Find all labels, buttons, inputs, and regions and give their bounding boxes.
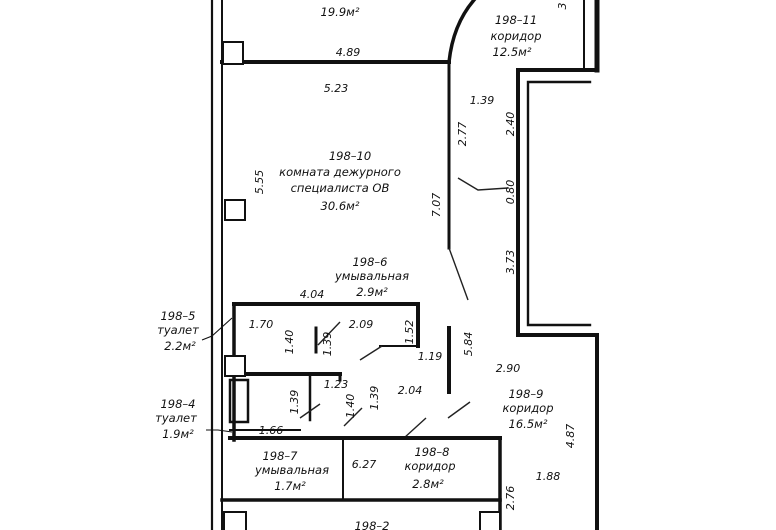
- room-198-6-id: 198–6: [352, 255, 387, 269]
- room-198-9-area: 16.5м²: [509, 417, 548, 431]
- dim-1-39-b: 1.39: [321, 332, 334, 357]
- dim-2-77: 2.77: [456, 122, 469, 147]
- dim-top-right: 3: [556, 3, 569, 10]
- dim-2-09: 2.09: [349, 318, 374, 331]
- room-198-8-id: 198–8: [414, 445, 449, 459]
- room-198-6-area: 2.9м²: [356, 285, 388, 299]
- leader-lines: [201, 317, 233, 433]
- room-198-6-name: умывальная: [334, 269, 409, 283]
- dim-6-27: 6.27: [352, 458, 377, 471]
- room-198-7-id: 198–7: [262, 449, 298, 463]
- structural-columns: [222, 41, 501, 530]
- column: [224, 355, 246, 377]
- column: [222, 41, 244, 65]
- room-198-4-name: туалет: [155, 411, 197, 425]
- dim-2-90: 2.90: [496, 362, 521, 375]
- internal-walls: [220, 0, 509, 530]
- room-198-10-area: 30.6м²: [321, 199, 360, 213]
- room-198-10-name-line2: специалиста ОВ: [291, 181, 390, 195]
- room-198-7-name: умывальная: [254, 463, 329, 477]
- column: [223, 511, 247, 530]
- dim-1-23: 1.23: [324, 378, 349, 391]
- room-198-5-area: 2.2м²: [164, 339, 196, 353]
- room-198-8-area: 2.8м²: [412, 477, 444, 491]
- dim-4-89: 4.89: [336, 46, 361, 59]
- room-198-10-id: 198–10: [329, 149, 371, 163]
- column: [224, 199, 246, 221]
- dim-7-07: 7.07: [430, 193, 443, 218]
- room-198-4-area: 1.9м²: [162, 427, 194, 441]
- dim-1-70: 1.70: [249, 318, 274, 331]
- room-top-area: 19.9м²: [321, 5, 360, 19]
- room-labels: 19.9м² 198–11 коридор 12.5м² 198–10 комн…: [155, 5, 553, 530]
- room-198-11-name: коридор: [490, 29, 541, 43]
- dim-5-84: 5.84: [462, 332, 475, 357]
- dim-1-52: 1.52: [403, 320, 416, 345]
- dim-3-73: 3.73: [504, 250, 517, 275]
- dim-2-04: 2.04: [398, 384, 423, 397]
- room-198-9-name: коридор: [502, 401, 553, 415]
- dimension-labels: 4.89 5.23 5.55 7.07 2.77 1.39 2.40 0.80 …: [249, 3, 577, 511]
- dim-1-39-c: 1.39: [288, 390, 301, 415]
- dim-2-40: 2.40: [504, 112, 517, 137]
- room-198-8-name: коридор: [404, 459, 455, 473]
- dim-1-88: 1.88: [536, 470, 561, 483]
- dim-2-76: 2.76: [504, 486, 517, 511]
- room-198-9-id: 198–9: [508, 387, 543, 401]
- room-198-5-name: туалет: [157, 323, 199, 337]
- dim-0-80: 0.80: [504, 180, 517, 205]
- room-198-10-name-line1: комната дежурного: [279, 165, 401, 179]
- dim-4-04: 4.04: [300, 288, 325, 301]
- bay-projection: [516, 68, 599, 337]
- room-198-11-area: 12.5м²: [493, 45, 532, 59]
- outer-walls: [210, 0, 600, 530]
- column: [479, 511, 501, 530]
- dim-1-40: 1.40: [283, 330, 296, 355]
- room-198-7-area: 1.7м²: [274, 479, 306, 493]
- dim-1-40-b: 1.40: [344, 394, 357, 419]
- dim-1-39-d: 1.39: [368, 386, 381, 411]
- room-198-4-id: 198–4: [160, 397, 195, 411]
- dim-5-23: 5.23: [324, 82, 349, 95]
- dim-1-19: 1.19: [418, 350, 443, 363]
- room-198-2-id: 198–2: [354, 519, 389, 530]
- room-198-11-id: 198–11: [495, 13, 537, 27]
- dim-5-55: 5.55: [253, 170, 266, 195]
- dim-1-66: 1.66: [259, 424, 284, 437]
- dim-1-39: 1.39: [470, 94, 495, 107]
- dim-4-87: 4.87: [564, 424, 577, 449]
- room-198-5-id: 198–5: [160, 309, 195, 323]
